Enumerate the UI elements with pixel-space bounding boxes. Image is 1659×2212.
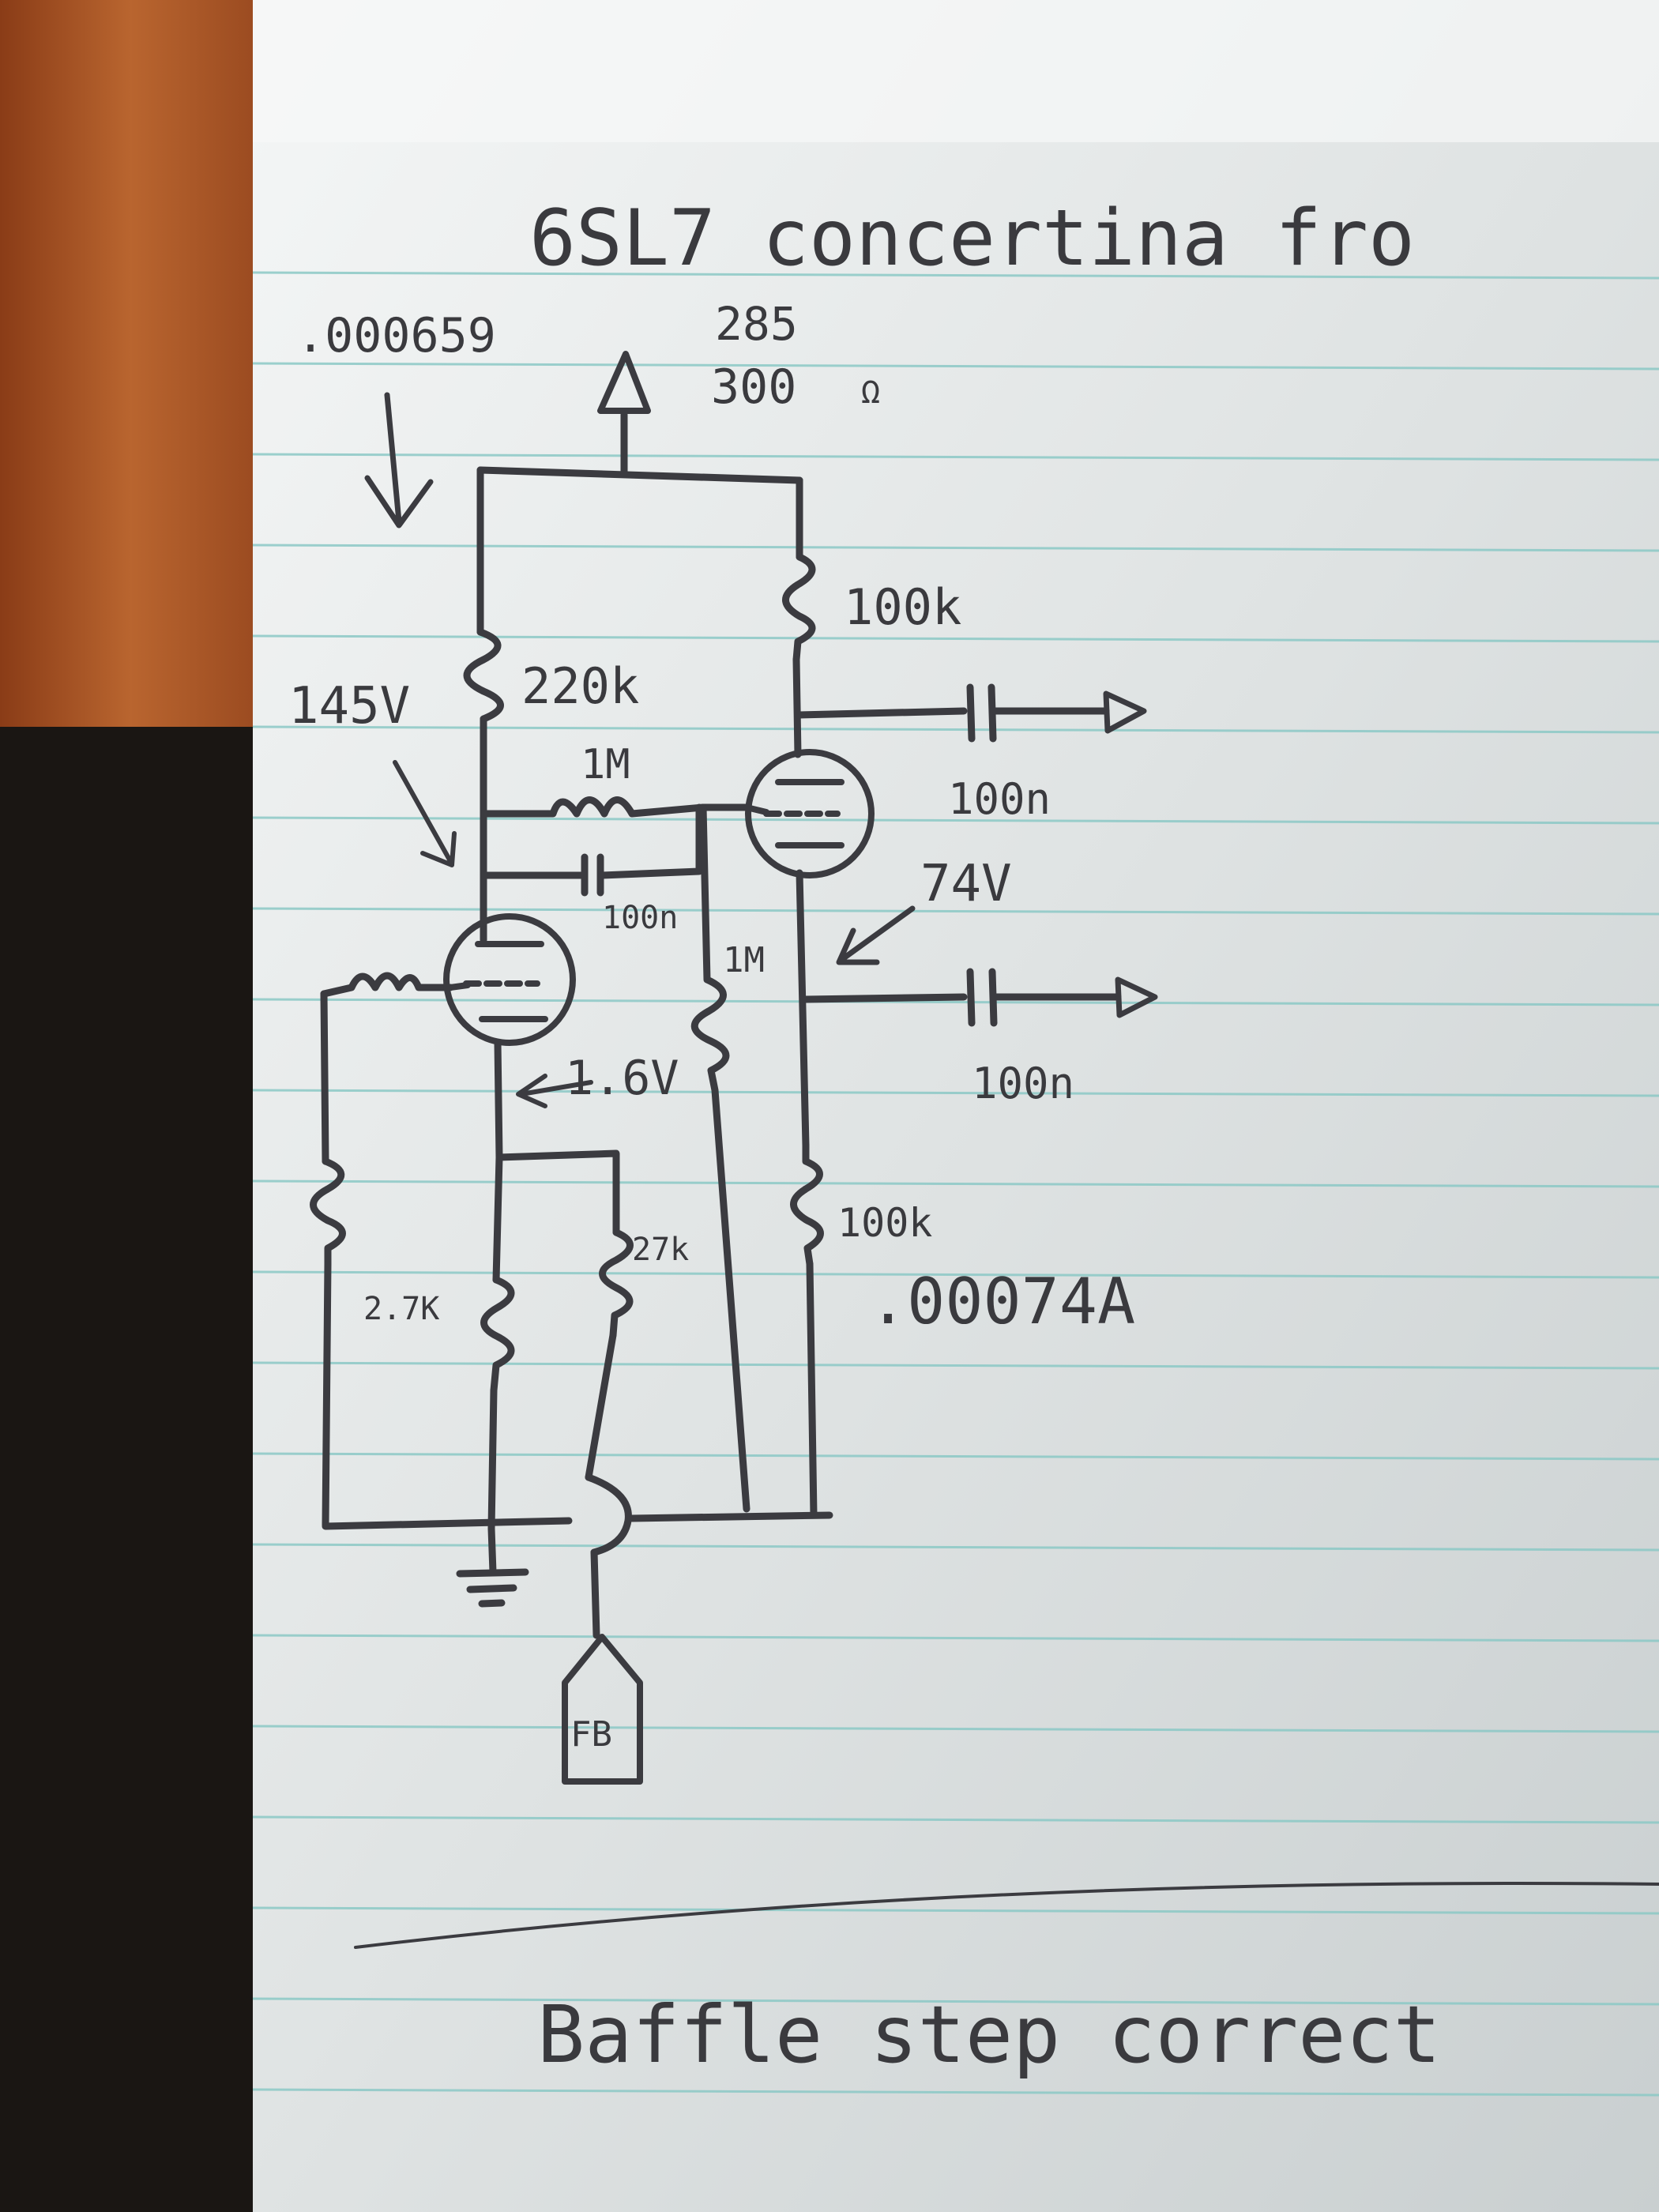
label-fb: FB bbox=[570, 1714, 612, 1755]
resistor-100k-plate bbox=[782, 553, 816, 664]
supply-resistor-note: 300 bbox=[711, 359, 796, 415]
supply-ohm-symbol: Ω bbox=[861, 374, 880, 411]
label-100n-coupling: 100n bbox=[602, 900, 678, 936]
wood-surface bbox=[0, 0, 261, 727]
cap-100n-top bbox=[966, 683, 976, 743]
resistor-1m-grid bbox=[480, 796, 750, 818]
resistor-220k bbox=[463, 628, 504, 723]
callout-arrow-145v bbox=[393, 760, 457, 867]
resistor-1m-leak bbox=[690, 803, 750, 1513]
fb-tag bbox=[562, 1634, 643, 1785]
resistor-100k-cathode bbox=[790, 1142, 824, 1268]
output-arrow-top bbox=[1103, 690, 1147, 734]
tube-v2-envelope bbox=[745, 749, 875, 878]
label-74v: 74V bbox=[920, 855, 1012, 913]
tube-v2 bbox=[743, 749, 875, 878]
page-highlight bbox=[253, 0, 1659, 142]
label-tail-current: .00074A bbox=[869, 1265, 1135, 1338]
dark-surface bbox=[0, 727, 261, 2212]
label-1-6v: 1.6V bbox=[565, 1051, 679, 1106]
label-100k-plate: 100k bbox=[844, 578, 961, 636]
supply-current-note: .000659 bbox=[296, 308, 496, 363]
label-100k-cathode: 100k bbox=[837, 1200, 932, 1246]
label-2-7k: 2.7K bbox=[363, 1291, 439, 1327]
tube-v1-envelope bbox=[443, 913, 576, 1046]
schematic-wires bbox=[310, 411, 1158, 1639]
page-title: 6SL7 concertina fro bbox=[529, 194, 1415, 284]
ruled-lines bbox=[252, 271, 1659, 2097]
tube-v1 bbox=[443, 913, 576, 1046]
output-arrow-bottom bbox=[1115, 976, 1158, 1018]
callout-arrow-1-6v bbox=[516, 1074, 593, 1108]
label-220k: 220k bbox=[521, 657, 639, 715]
label-145v: 145V bbox=[288, 677, 410, 735]
cap-100n-bottom bbox=[966, 968, 976, 1027]
label-100n-top: 100n bbox=[948, 774, 1051, 824]
label-1m-grid: 1M bbox=[581, 741, 630, 788]
footer-note: Baffle step correct bbox=[537, 1988, 1441, 2081]
label-100n-bottom: 100n bbox=[972, 1059, 1074, 1108]
supply-node-triangle bbox=[597, 351, 651, 414]
resistor-left-bias bbox=[310, 1157, 346, 1268]
label-27k: 27k bbox=[632, 1232, 689, 1268]
resistor-27k bbox=[599, 1228, 634, 1339]
callout-arrow-74v bbox=[836, 905, 916, 965]
current-arrow bbox=[364, 392, 434, 529]
supply-voltage-note: 285 bbox=[715, 297, 798, 351]
pencil-divider bbox=[354, 1882, 1659, 1949]
wire-crossover bbox=[585, 1473, 632, 1556]
resistor-2-7k bbox=[480, 1276, 515, 1394]
label-1m-leak: 1M bbox=[723, 940, 765, 980]
resistor-grid-stub bbox=[320, 972, 454, 998]
ground-symbol bbox=[456, 1568, 529, 1578]
